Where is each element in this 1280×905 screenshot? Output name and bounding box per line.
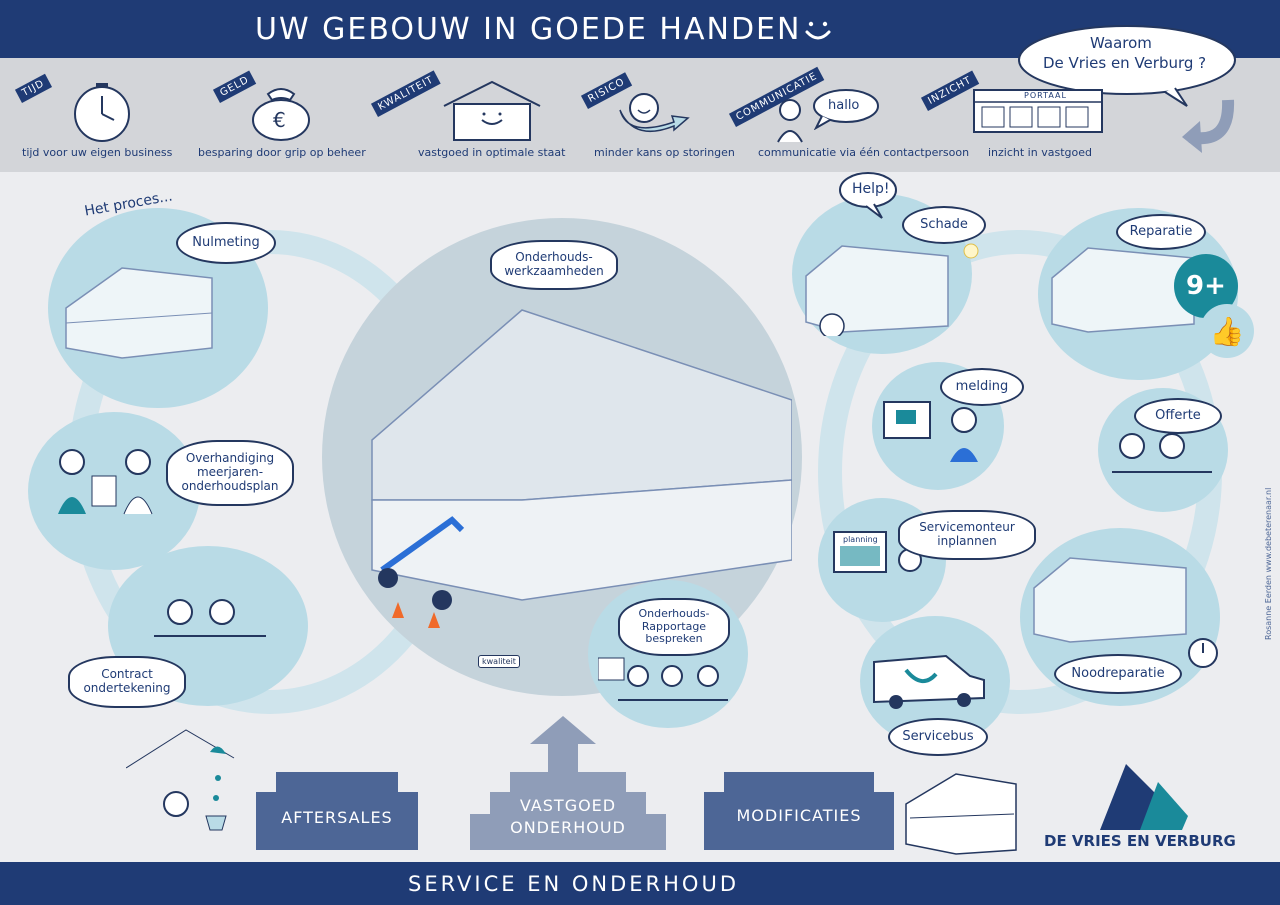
signing-people-icon [154,599,266,637]
computer-person-icon [883,401,978,462]
building-icon [805,245,949,336]
servicemonteur-label: Servicemonteur inplannen [898,510,1036,560]
kwaliteit-badge: kwaliteit [478,655,520,668]
thumbs-up-icon: 👍 [1200,304,1254,358]
footer-bar [0,862,1280,905]
why-speech-bubble [1018,25,1236,107]
vastgoed-label-2: ONDERHOUD [510,818,626,837]
contract-label: Contract ondertekening [68,656,186,708]
vastgoed-stairs [470,772,666,850]
why-line1: Waarom [1090,34,1152,52]
up-arrow-icon [530,716,596,772]
credit-text: Rosanne Eerden www.debeterenaar.nl [1264,487,1273,640]
aftersales-label: AFTERSALES [281,808,393,827]
aftersales-stairs [256,772,418,850]
offerte-label: Offerte [1134,398,1222,434]
sun-icon [963,243,979,259]
meeting-people-icon [598,657,728,701]
two-people-icon [58,449,153,515]
portal-label: PORTAAL [1024,91,1067,100]
caption-tijd: tijd voor uw eigen business [22,146,173,159]
curved-arrow-icon [1182,99,1235,153]
caption-inzicht: inzicht in vastgoed [988,146,1092,159]
clock-icon [1188,638,1218,668]
person-icon [777,99,803,143]
why-line2: De Vries en Verburg ? [1043,54,1207,72]
caption-kwaliteit: vastgoed in optimale staat [418,146,566,159]
house-icon [443,80,541,141]
page-title: UW GEBOUW IN GOEDE HANDEN [255,12,802,47]
leak-illustration [126,729,235,831]
building-icon [1033,557,1187,643]
rapportage-label: Onderhouds-Rapportage bespreken [618,598,730,656]
caption-risico: minder kans op storingen [594,146,735,159]
score-text: 9+ [1186,271,1226,301]
reparatie-label: Reparatie [1116,214,1206,250]
score-badge: 9+ [1174,254,1238,318]
logo-text: DE VRIES EN VERBURG [1044,832,1236,850]
nulmeting-label: Nulmeting [176,222,276,264]
noodreparatie-label: Noodreparatie [1054,654,1182,694]
overhandiging-label: Overhandiging meerjaren-onderhoudsplan [166,440,294,506]
risk-arrow-icon [619,93,690,133]
renovated-building-icon [905,773,1017,855]
footer-title: SERVICE EN ONDERHOUD [408,872,739,896]
help-speech-bubble [839,172,897,219]
money-bag-icon: € [252,88,310,141]
portal-icon [973,89,1103,133]
modificaties-label: MODIFICATIES [736,806,862,825]
smiley-icon [805,21,831,40]
melding-label: melding [940,368,1024,406]
help-text: Help! [852,181,890,197]
company-logo-icon [1100,764,1188,830]
modificaties-stairs [704,772,894,850]
van-icon [873,654,985,709]
onderhoud-label: Onderhouds-werkzaamheden [490,240,618,290]
svg-text:€: € [273,108,286,132]
speech-hallo: hallo [828,98,860,113]
speech-bubble-icon [813,89,879,130]
clock-icon [74,83,130,142]
building-icon [65,267,213,359]
caption-communicatie: communicatie via één contactpersoon [758,146,970,159]
planning-screen-text: planning [843,535,878,544]
caption-geld: besparing door grip op beheer [198,146,366,159]
vastgoed-label-1: VASTGOED [519,796,617,815]
two-people-table-icon [1112,433,1212,473]
schade-label: Schade [902,206,986,244]
servicebus-label: Servicebus [888,718,988,756]
building-icon [1051,247,1195,333]
building-illustration [371,309,792,628]
